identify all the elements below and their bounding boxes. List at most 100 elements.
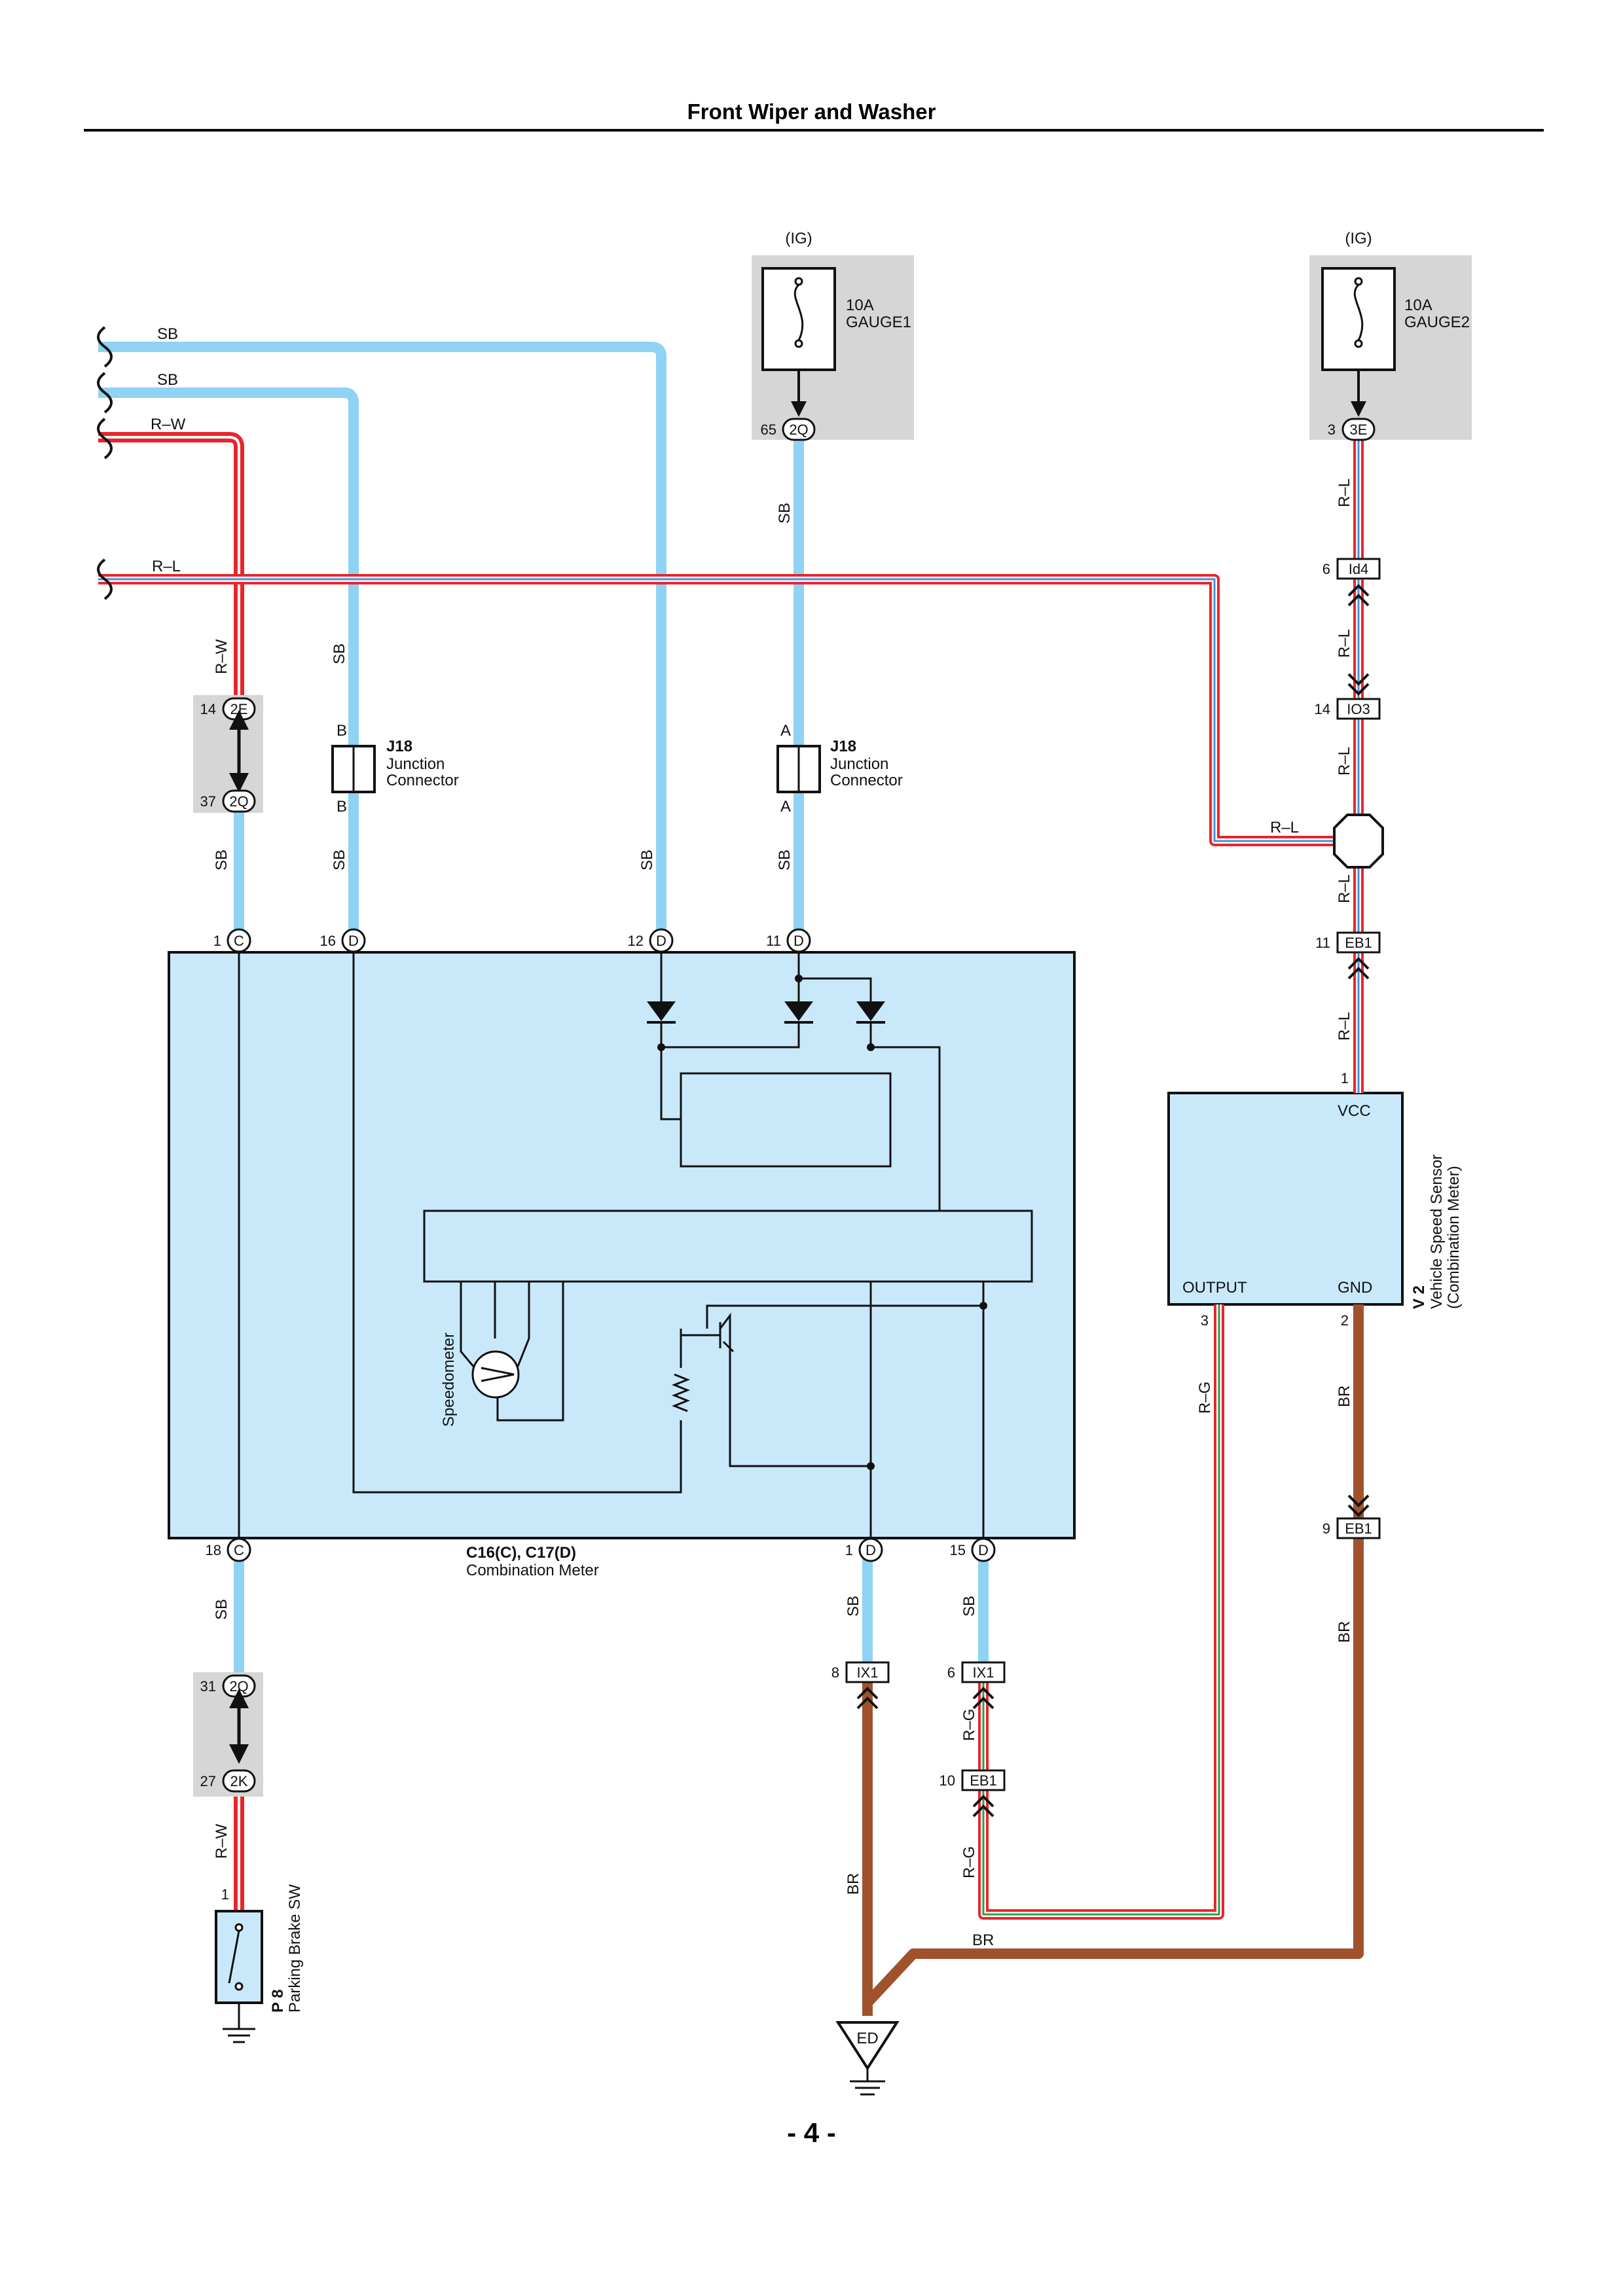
fuse-gauge1: (IG) 10A GAUGE1 <box>761 230 911 417</box>
meter-pin-12-d-code: D <box>656 933 666 949</box>
vss-pin-vcc: 1 <box>1341 1070 1349 1086</box>
wire-label-sb-6: SB <box>331 850 348 870</box>
vss-gnd: GND <box>1338 1279 1372 1297</box>
sb-wires <box>98 342 989 1672</box>
meter-pin-18-c-code: C <box>234 1542 244 1558</box>
meter-bottom-pins: C 18 D 1 D 15 <box>206 1537 996 1562</box>
j18-a-pin-top: A <box>780 722 791 740</box>
parking-brake-pin: 1 <box>221 1886 229 1903</box>
vehicle-speed-sensor-body <box>1167 1092 1404 1306</box>
rw-wires <box>98 432 244 1911</box>
meter-internal-block-cpu <box>423 1210 1033 1283</box>
fuse-gauge2-name: GAUGE2 <box>1404 314 1470 331</box>
wire-label-sb-9: SB <box>213 1599 230 1620</box>
ground-ed: ED <box>835 2021 900 2096</box>
connector-3-3e-pin: 3 <box>1328 422 1336 438</box>
connector-2q-a-pin: 37 <box>200 793 216 810</box>
fuse-gauge1-rating: 10A <box>846 296 874 314</box>
wire-label-rg-1: R–G <box>960 1709 978 1741</box>
meter-pin-11-d-code: D <box>793 933 804 949</box>
connector-id4-pin: 6 <box>1322 561 1330 577</box>
connector-2k-pin: 27 <box>200 1773 216 1789</box>
wire-label-sb-3: SB <box>331 643 348 664</box>
meter-pin-1-c-num: 1 <box>213 933 221 949</box>
combination-meter-code: C16(C), C17(D) <box>466 1544 576 1562</box>
parking-brake-switch: 1 P 8 Parking Brake SW <box>215 1884 304 2043</box>
connector-ix1-a: IX1 8 <box>831 1661 890 1710</box>
connector-ix1-a-pin: 8 <box>831 1664 839 1681</box>
br-wires <box>862 1304 1364 2016</box>
parking-brake-code: P 8 <box>269 1989 287 2013</box>
connector-eb1-a-pin: 11 <box>1315 935 1330 951</box>
wire-label-br-1: BR <box>1336 1386 1353 1407</box>
connector-2q-b-pin: 31 <box>200 1678 216 1695</box>
connector-3-3e-code: 3E <box>1350 422 1368 438</box>
meter-pin-12-d: D 12 <box>628 928 674 953</box>
vehicle-speed-sensor-labels: VCC OUTPUT GND 1 3 2 V 2 Vehicle Speed S… <box>1182 1070 1463 1329</box>
rl-wires <box>98 440 1364 1093</box>
meter-pin-15-d-num: 15 <box>950 1542 966 1558</box>
j18-b-pin-bottom: B <box>337 798 347 816</box>
vss-code: V 2 <box>1410 1285 1428 1309</box>
connector-eb1-c: EB1 10 <box>939 1769 1006 1818</box>
connector-io3-pin: 14 <box>1315 701 1330 717</box>
meter-pin-11-d: D 11 <box>766 928 811 953</box>
wire-label-sb-5: SB <box>213 850 230 870</box>
combination-meter-name: Combination Meter <box>466 1562 599 1579</box>
connector-id4-code: Id4 <box>1349 561 1369 577</box>
meter-pin-16-d: D 16 <box>320 928 366 953</box>
wire-label-sb-8: SB <box>776 850 793 870</box>
wire-labels: SB SB R–W R–L R–L BR R–W SB SB R–L R–L R… <box>151 325 1353 1949</box>
connector-eb1-a: EB1 11 <box>1315 931 1381 980</box>
wire-label-br-3: BR <box>845 1873 862 1895</box>
speedometer-label: Speedometer <box>440 1333 458 1427</box>
meter-pin-1-d-num: 1 <box>845 1542 853 1558</box>
diode-2 <box>784 1001 813 1021</box>
meter-pin-15-d: D 15 <box>950 1537 996 1562</box>
wire-label-rw-3: R–W <box>213 1823 230 1859</box>
speedometer-gauge: Speedometer <box>440 1333 520 1427</box>
connector-ix1-b-code: IX1 <box>972 1664 994 1681</box>
wire-label-rl-7: R–L <box>1336 1012 1353 1041</box>
meter-pin-16-d-code: D <box>348 933 359 949</box>
connector-ix1-a-code: IX1 <box>856 1664 878 1681</box>
page-number: - 4 - <box>787 2117 836 2148</box>
speedometer-icon <box>471 1350 520 1399</box>
page-title: Front Wiper and Washer <box>687 99 936 124</box>
meter-internals <box>238 952 1033 1538</box>
fuse-gauge1-ign: (IG) <box>785 230 812 247</box>
connector-2e-2q: 2E 14 2Q 37 <box>200 697 256 813</box>
wire-label-br-2: BR <box>1336 1621 1353 1643</box>
wire-label-sb-4: SB <box>776 503 793 524</box>
wire-label-sb-7: SB <box>638 850 656 870</box>
connector-2q-b-code: 2Q <box>229 1678 248 1695</box>
connector-ix1-b: IX1 6 <box>947 1661 1006 1710</box>
vss-vcc: VCC <box>1338 1102 1371 1120</box>
wire-label-rg-2: R–G <box>960 1846 978 1878</box>
vss-output: OUTPUT <box>1182 1279 1247 1297</box>
connector-io3-code: IO3 <box>1347 701 1370 717</box>
ground-ed-symbol <box>835 2021 900 2071</box>
meter-diodes <box>647 1001 885 1024</box>
connector-65-2q-pin: 65 <box>761 422 776 438</box>
meter-internal-block-upper <box>680 1072 892 1168</box>
wire-label-rg-3: R–G <box>1196 1382 1214 1414</box>
wire-label-sb-10: SB <box>845 1596 862 1617</box>
j18-a-name-2: Connector <box>830 772 903 789</box>
meter-pin-1-d: D 1 <box>845 1537 883 1562</box>
meter-pin-1-c: C 1 <box>213 928 251 953</box>
junction-connector-j18-a: A A J18 Junction Connector <box>776 722 903 816</box>
connector-2q-2k: 2Q 31 2K 27 <box>200 1674 256 1793</box>
connector-2e-pin: 14 <box>200 701 216 717</box>
vss-name-1: Vehicle Speed Sensor <box>1428 1155 1446 1309</box>
connector-eb1-b-code: EB1 <box>1345 1520 1372 1537</box>
junction-connector-j18-b: B B J18 Junction Connector <box>331 722 459 816</box>
diode-1 <box>647 1001 676 1021</box>
vss-pin-output: 3 <box>1201 1312 1209 1329</box>
connector-65-2q-code: 2Q <box>789 422 808 438</box>
vss-pin-gnd: 2 <box>1341 1312 1349 1329</box>
ground-ed-code: ED <box>856 2030 878 2047</box>
diode-3 <box>856 1001 885 1021</box>
meter-pin-18-c-num: 18 <box>206 1542 221 1558</box>
